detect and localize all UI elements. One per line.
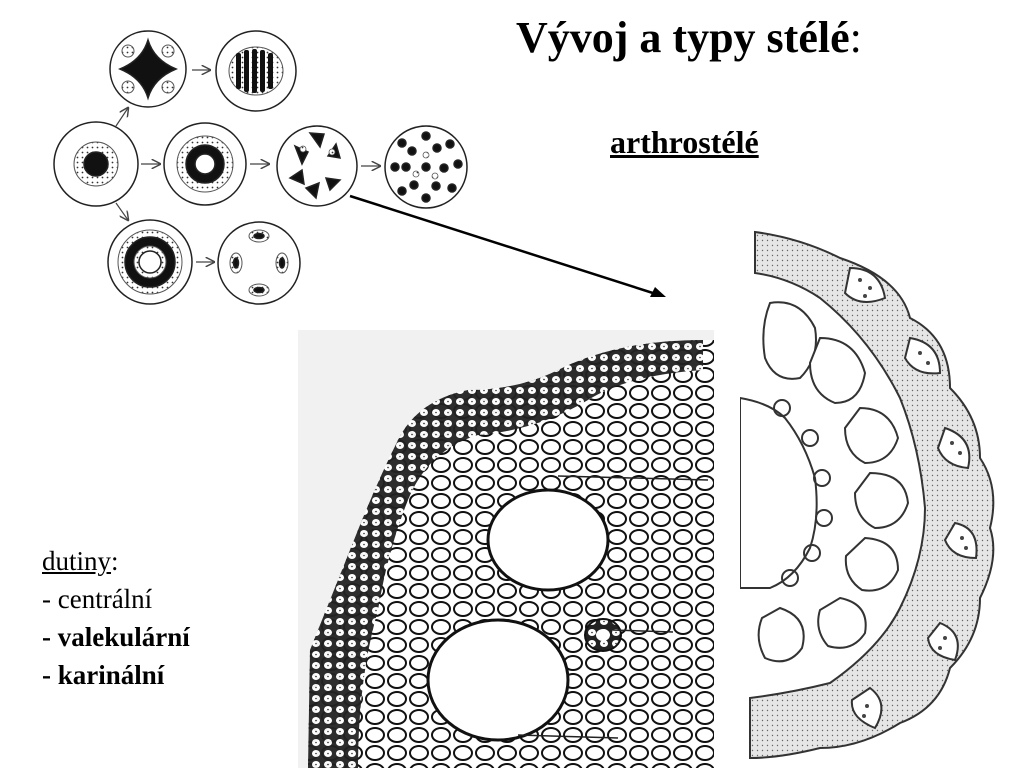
- cavities-heading-colon: :: [111, 546, 119, 576]
- atactostele-circle: [384, 125, 468, 209]
- cavities-heading: dutiny: [42, 546, 112, 576]
- subtitle-arthrostele: arthrostélé: [610, 124, 759, 160]
- dictyostele-circle: [217, 221, 301, 305]
- title-colon: :: [849, 13, 862, 62]
- plectostele-circle: [215, 30, 297, 112]
- actinostele-circle: [109, 30, 187, 108]
- cavities-heading-row: dutiny:: [42, 542, 190, 580]
- cavities-list: dutiny: - centrální - valekulární - kari…: [42, 542, 190, 694]
- stele-evolution-diagram: [53, 30, 468, 305]
- title-text: Vývoj a typy stélé: [516, 13, 850, 62]
- arthrostele-detail-drawing: [740, 228, 1024, 768]
- arrow-down-icon: [115, 202, 128, 220]
- protostele-circle: [53, 121, 139, 207]
- siphonostele-circle: [163, 122, 247, 206]
- stem-cross-section-micrograph: [298, 330, 714, 768]
- cavity-item-carinal: - karinální: [42, 660, 165, 690]
- cavity-item-central: - centrální: [42, 584, 153, 614]
- arrow-up-icon: [115, 108, 128, 127]
- eustele-circle: [276, 125, 358, 207]
- page-title: Vývoj a typy stélé:: [516, 12, 862, 63]
- cavity-item-vallecular: - valekulární: [42, 622, 190, 652]
- amphiphloic-siphonostele-circle: [107, 219, 193, 305]
